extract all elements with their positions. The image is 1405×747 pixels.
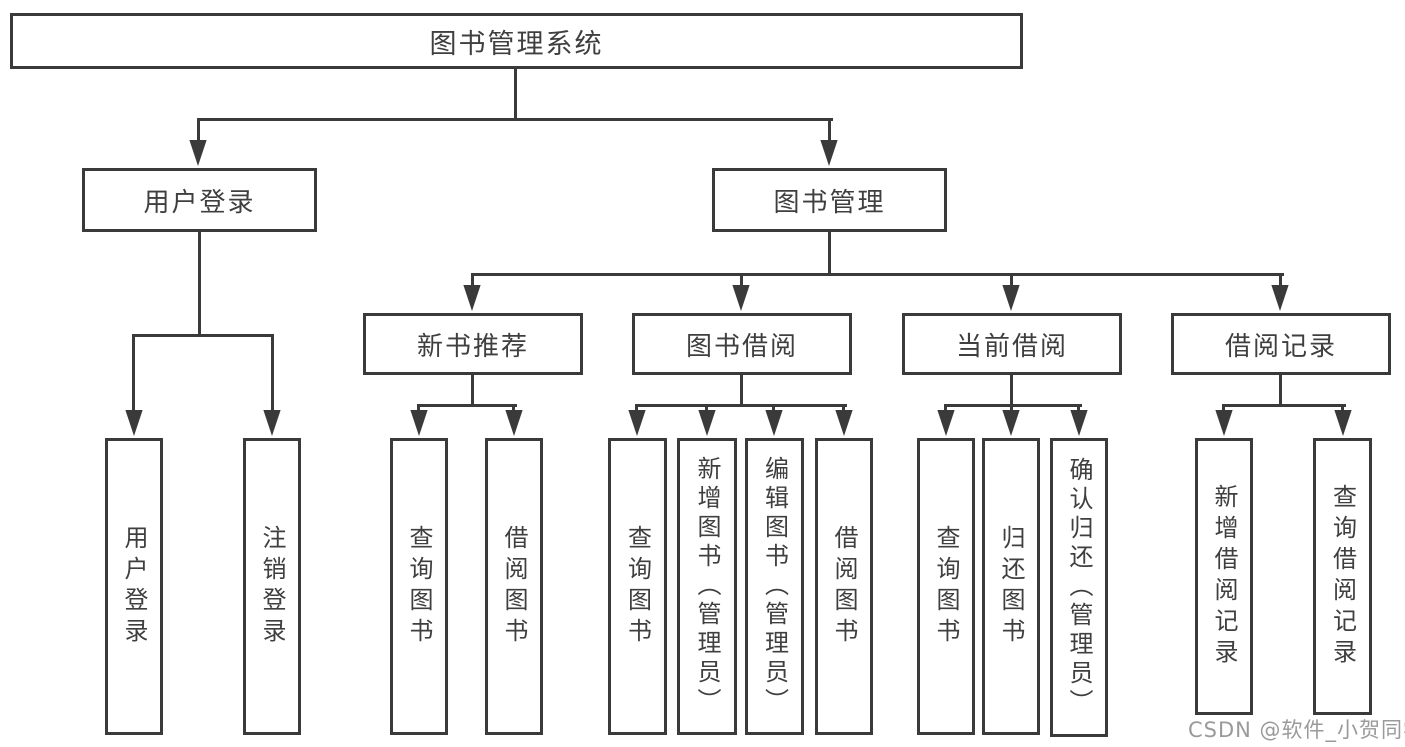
connector-line	[271, 334, 274, 416]
node-borrow-record: 借阅记录	[1171, 313, 1391, 375]
arrowhead-down-icon	[263, 410, 281, 436]
node-user-login: 用户登录	[82, 168, 317, 232]
leaf-query-book-current-label: 查询图书	[932, 524, 960, 649]
leaf-add-book-admin: 新增图书（管理员）	[677, 438, 737, 735]
leaf-query-book-current: 查询图书	[917, 438, 975, 735]
connector-line	[471, 375, 474, 407]
leaf-query-book-borrow-label: 查询图书	[623, 524, 652, 649]
node-user-login-label: 用户登录	[143, 187, 256, 218]
leaf-confirm-return-admin: 确认归还（管理员）	[1050, 438, 1108, 737]
leaf-confirm-return-admin-label: 确认归还（管理员）	[1065, 457, 1093, 718]
node-current-borrow-label: 当前借阅	[955, 331, 1068, 362]
connector-line	[828, 232, 831, 276]
node-current-borrow: 当前借阅	[902, 313, 1122, 375]
leaf-borrow-book-recommend-label: 借阅图书	[500, 524, 528, 649]
leaf-query-borrow-record: 查询借阅记录	[1313, 438, 1372, 715]
connector-line	[740, 273, 743, 295]
node-book-borrow-label: 图书借阅	[685, 331, 798, 362]
leaf-logout-label: 注销登录	[258, 524, 286, 649]
leaf-borrow-book-label: 借阅图书	[830, 524, 858, 649]
connector-line	[828, 118, 831, 158]
connector-line	[635, 404, 847, 407]
arrowhead-down-icon	[937, 410, 955, 436]
node-book-management: 图书管理	[712, 168, 947, 232]
arrowhead-down-icon	[1334, 410, 1352, 436]
arrowhead-down-icon	[1002, 285, 1020, 311]
arrowhead-down-icon	[628, 410, 646, 436]
arrowhead-down-icon	[835, 410, 853, 436]
connector-line	[417, 404, 517, 407]
leaf-borrow-book: 借阅图书	[815, 438, 873, 735]
arrowhead-down-icon	[1215, 410, 1233, 436]
arrowhead-down-icon	[463, 285, 481, 311]
leaf-logout: 注销登录	[243, 438, 301, 735]
node-borrow-record-label: 借阅记录	[1224, 331, 1337, 362]
node-root: 图书管理系统	[10, 13, 1023, 69]
leaf-user-login: 用户登录	[105, 438, 163, 735]
arrowhead-down-icon	[698, 410, 716, 436]
arrowhead-down-icon	[765, 410, 783, 436]
node-new-book-recommend: 新书推荐	[363, 313, 583, 375]
node-new-book-recommend-label: 新书推荐	[416, 331, 529, 362]
connector-line	[197, 118, 200, 158]
connector-line	[198, 232, 201, 337]
connector-line	[1010, 375, 1013, 407]
leaf-return-book-label: 归还图书	[997, 524, 1025, 649]
connector-line	[1010, 273, 1013, 295]
leaf-edit-book-admin: 编辑图书（管理员）	[745, 438, 804, 735]
arrowhead-down-icon	[189, 140, 207, 166]
leaf-borrow-book-recommend: 借阅图书	[485, 438, 543, 735]
connector-line	[1279, 375, 1282, 407]
connector-line	[471, 273, 1284, 276]
leaf-return-book: 归还图书	[982, 438, 1040, 735]
arrowhead-down-icon	[410, 410, 428, 436]
connector-line	[197, 118, 833, 121]
connector-line	[740, 375, 743, 407]
leaf-add-book-admin-label: 新增图书（管理员）	[693, 456, 721, 717]
arrowhead-down-icon	[732, 285, 750, 311]
leaf-query-book-borrow: 查询图书	[608, 438, 667, 735]
connector-line	[514, 68, 517, 120]
arrowhead-down-icon	[125, 410, 143, 436]
connector-line	[471, 273, 474, 295]
connector-line	[132, 334, 274, 337]
node-book-management-label: 图书管理	[773, 187, 886, 218]
arrowhead-down-icon	[505, 410, 523, 436]
arrowhead-down-icon	[1070, 410, 1088, 436]
connector-line	[944, 404, 1082, 407]
connector-line	[1279, 273, 1282, 295]
watermark-text: CSDN @软件_小贺同学	[1188, 718, 1405, 742]
connector-line	[1222, 404, 1346, 407]
leaf-add-borrow-record: 新增借阅记录	[1195, 438, 1253, 715]
leaf-query-book-recommend: 查询图书	[390, 438, 448, 735]
arrowhead-down-icon	[820, 140, 838, 166]
leaf-user-login-label: 用户登录	[120, 524, 148, 649]
leaf-edit-book-admin-label: 编辑图书（管理员）	[760, 456, 789, 717]
connector-line	[132, 334, 135, 416]
leaf-query-borrow-record-label: 查询借阅记录	[1328, 483, 1357, 670]
node-book-borrow: 图书借阅	[632, 313, 852, 375]
leaf-query-book-recommend-label: 查询图书	[405, 524, 433, 649]
arrowhead-down-icon	[1002, 410, 1020, 436]
leaf-add-borrow-record-label: 新增借阅记录	[1210, 483, 1238, 670]
arrowhead-down-icon	[1271, 285, 1289, 311]
node-root-label: 图书管理系统	[429, 28, 604, 60]
